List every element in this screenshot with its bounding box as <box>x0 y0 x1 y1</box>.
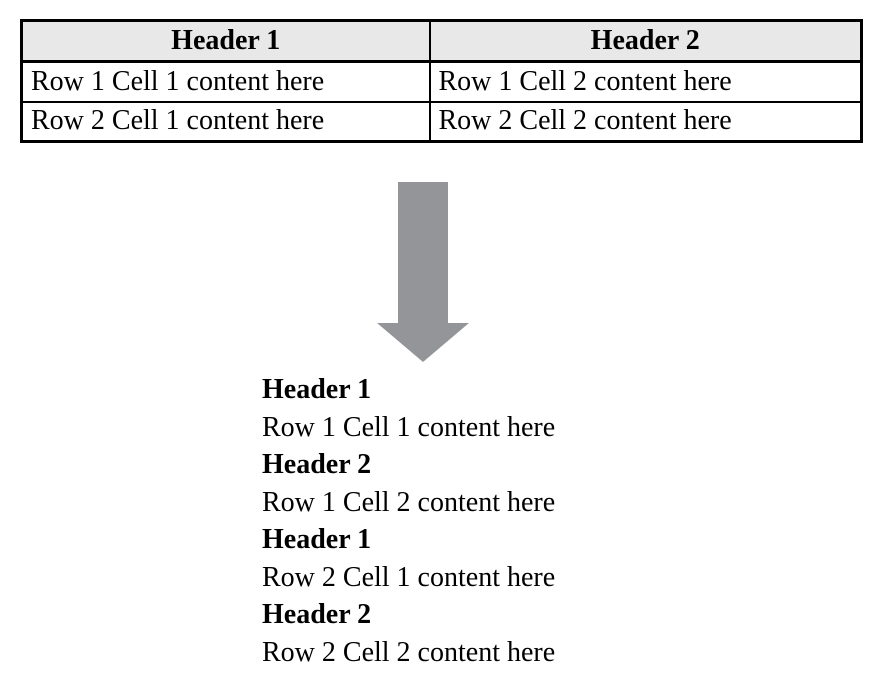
linearized-line: Header 2 <box>262 599 372 630</box>
linearized-line: Row 1 Cell 2 content here <box>262 486 556 518</box>
example-table: Header 1 Header 2 Row 1 Cell 1 content h… <box>20 19 863 143</box>
linearized-line: Row 2 Cell 2 content here <box>262 636 556 668</box>
table-cell: Row 2 Cell 2 content here <box>428 100 863 143</box>
table-header-cell: Header 2 <box>428 19 863 63</box>
linearized-line: Row 2 Cell 1 content here <box>262 561 556 593</box>
down-arrow-head <box>377 323 469 362</box>
table-cell: Row 1 Cell 1 content here <box>20 60 431 103</box>
linearized-line: Header 2 <box>262 449 372 480</box>
table-header-row: Header 1 Header 2 <box>20 19 863 63</box>
linearized-line: Header 1 <box>262 524 372 555</box>
table-cell: Row 2 Cell 1 content here <box>20 100 431 143</box>
down-arrow-shaft <box>398 182 448 323</box>
linearized-text: Header 1 Row 1 Cell 1 content here Heade… <box>262 371 555 671</box>
table-row: Row 2 Cell 1 content here Row 2 Cell 2 c… <box>20 100 863 143</box>
linearized-line: Row 1 Cell 1 content here <box>262 411 556 443</box>
table-cell: Row 1 Cell 2 content here <box>428 60 863 103</box>
table-header-cell: Header 1 <box>20 19 431 63</box>
linearized-line: Header 1 <box>262 374 372 405</box>
table-row: Row 1 Cell 1 content here Row 1 Cell 2 c… <box>20 60 863 103</box>
